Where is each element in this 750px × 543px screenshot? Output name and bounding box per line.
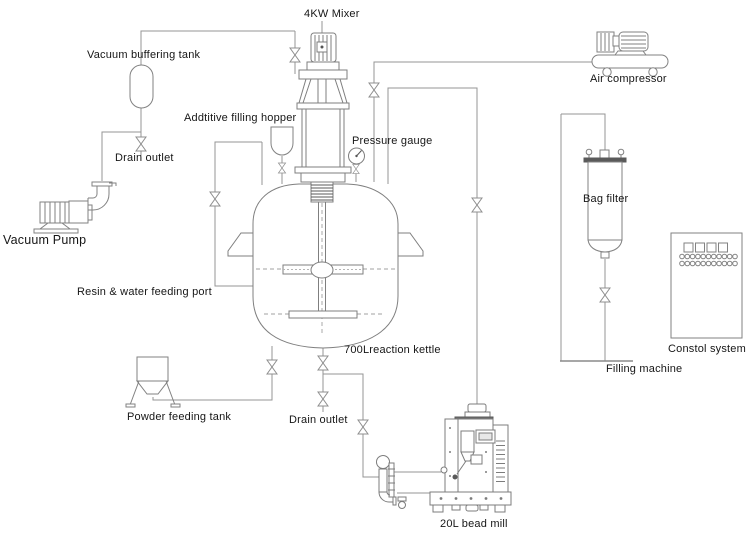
- mixer-label: 4KW Mixer: [304, 8, 360, 20]
- resin-port-label: Resin & water feeding port: [77, 286, 212, 298]
- valve-icon: [317, 391, 329, 407]
- compressor-wheel: [602, 67, 612, 77]
- additive-hopper-label: Addtitive filling hopper: [184, 112, 297, 124]
- mill-inlet-fitting: [440, 466, 448, 474]
- drain-outlet-lower-label: Drain outlet: [289, 414, 348, 426]
- lower-paddle: [264, 310, 383, 319]
- pressure-gauge-label: Pressure gauge: [352, 135, 433, 147]
- mill-chamber: [460, 430, 475, 453]
- pressure-gauge: [348, 147, 365, 165]
- pipe-network: [101, 30, 606, 494]
- kettle-label: 700Lreaction kettle: [344, 344, 441, 356]
- valve-icon: [289, 47, 301, 63]
- mixer-assembly: [294, 21, 352, 183]
- panel-button: [706, 242, 717, 253]
- valve-icon: [599, 287, 611, 303]
- feed-pump-unit: [376, 455, 407, 509]
- mill-vent-slats: [496, 440, 505, 482]
- mixer-column: [301, 108, 345, 168]
- vacuum-pump-label: Vacuum Pump: [3, 233, 87, 247]
- control-panel: [670, 232, 743, 339]
- valve-icon: [368, 82, 380, 98]
- mixer-lantern: [298, 78, 348, 104]
- valve-icon: [135, 136, 147, 152]
- panel-button: [683, 242, 694, 253]
- shaft-coupling: [310, 181, 334, 203]
- valve-icon: [317, 355, 329, 371]
- filling-machine-label: Filling machine: [606, 363, 683, 375]
- drain-outlet-upper-label: Drain outlet: [115, 152, 174, 164]
- vacuum-pump: [33, 181, 117, 234]
- powder-feeding-tank: [125, 356, 181, 408]
- powder-tank-label: Powder feeding tank: [127, 411, 232, 423]
- air-compressor-label: Air compressor: [590, 73, 667, 85]
- panel-button: [695, 242, 705, 253]
- mill-foot: [432, 504, 444, 513]
- additive-filling-hopper: [270, 126, 294, 156]
- upper-paddle: [256, 261, 395, 279]
- valve-icon: [357, 419, 369, 435]
- control-system-label: Constol system: [668, 343, 746, 355]
- reaction-kettle: [227, 181, 424, 349]
- mill-foot: [494, 504, 506, 513]
- kettle-right-bracket: [397, 232, 424, 257]
- kettle-left-bracket: [227, 232, 254, 257]
- bead-mill: [429, 403, 512, 513]
- compressor-tank: [591, 54, 669, 69]
- vacuum-buffering-tank-label: Vacuum buffering tank: [87, 49, 201, 61]
- valve-icon: [352, 164, 360, 174]
- vacuum-buffering-tank: [129, 64, 154, 109]
- air-compressor: [591, 31, 669, 77]
- bead-mill-label: 20L bead mill: [440, 518, 508, 530]
- caster-wheel: [398, 501, 406, 509]
- bag-filter-label: Bag filter: [583, 193, 629, 205]
- valve-icon: [278, 162, 286, 174]
- bag-filter: [583, 148, 627, 259]
- valve-icon: [209, 191, 221, 207]
- valve-icon: [266, 359, 278, 375]
- valve-icon: [471, 197, 483, 213]
- panel-button: [718, 242, 728, 253]
- compressor-wheel: [648, 67, 658, 77]
